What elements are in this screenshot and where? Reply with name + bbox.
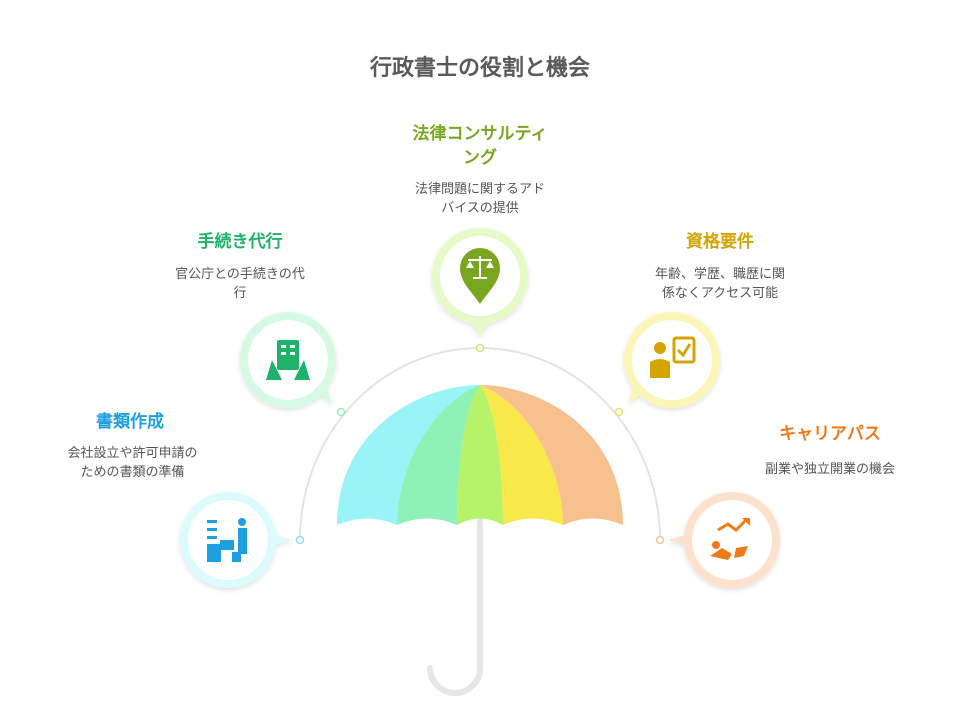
career-bubble	[668, 492, 780, 588]
consulting-desc-line1: 法律問題に関するアド	[414, 182, 545, 197]
umbrella-handle	[427, 515, 483, 696]
diagram-title: 行政書士の役割と機会	[369, 56, 590, 81]
connector-dot-documents	[295, 535, 305, 545]
qualifications-description: 年齢、学歴、職歴に関 係なくアクセス可能	[635, 265, 805, 303]
documents-desc-line2: ための書類の準備	[80, 465, 185, 480]
procedures-description: 官公庁との手続きの代 行	[155, 265, 325, 303]
umbrella-canopy	[337, 385, 623, 525]
consulting-heading-line2: ング	[463, 148, 497, 168]
person-checklist-icon	[650, 336, 696, 378]
documents-desc-line1: 会社設立や許可申請の	[67, 446, 198, 461]
documents-bubble	[180, 492, 292, 588]
career-heading: キャリアパス	[779, 424, 881, 444]
consulting-heading: 法律コンサルティ ング	[380, 122, 580, 170]
consulting-description: 法律問題に関するアド バイスの提供	[390, 180, 570, 218]
connector-dot-qualifications	[614, 407, 624, 417]
scales-icon	[460, 248, 500, 304]
procedures-desc-line1: 官公庁との手続きの代	[175, 267, 305, 282]
connector-dot-consulting	[475, 343, 485, 353]
career-description: 副業や独立開業の機会	[740, 460, 920, 479]
qualifications-bubble	[624, 312, 720, 408]
procedures-heading: 手続き代行	[197, 232, 283, 252]
qualifications-desc-line2: 係なくアクセス可能	[661, 286, 779, 301]
documents-description: 会社設立や許可申請の ための書類の準備	[45, 444, 220, 482]
consulting-desc-line2: バイスの提供	[441, 201, 519, 216]
connector-dot-career	[655, 535, 665, 545]
qualifications-heading: 資格要件	[686, 232, 754, 252]
procedures-desc-line2: 行	[233, 286, 247, 301]
connector-dot-procedures	[336, 407, 346, 417]
building-handshake-icon	[266, 340, 310, 380]
document-writing-icon	[207, 518, 247, 562]
career-desc-line1: 副業や独立開業の機会	[764, 462, 895, 477]
canopy-panel-blue	[337, 385, 480, 525]
documents-heading: 書類作成	[96, 412, 164, 432]
canopy-panel-yellow	[480, 385, 563, 525]
growth-chart-icon	[710, 518, 750, 560]
canopy-panel-green	[397, 385, 480, 525]
consulting-heading-line1: 法律コンサルティ	[412, 124, 548, 144]
canopy-panel-orange	[480, 385, 623, 525]
canopy-panel-lime	[457, 385, 503, 525]
qualifications-desc-line1: 年齢、学歴、職歴に関	[654, 267, 785, 282]
